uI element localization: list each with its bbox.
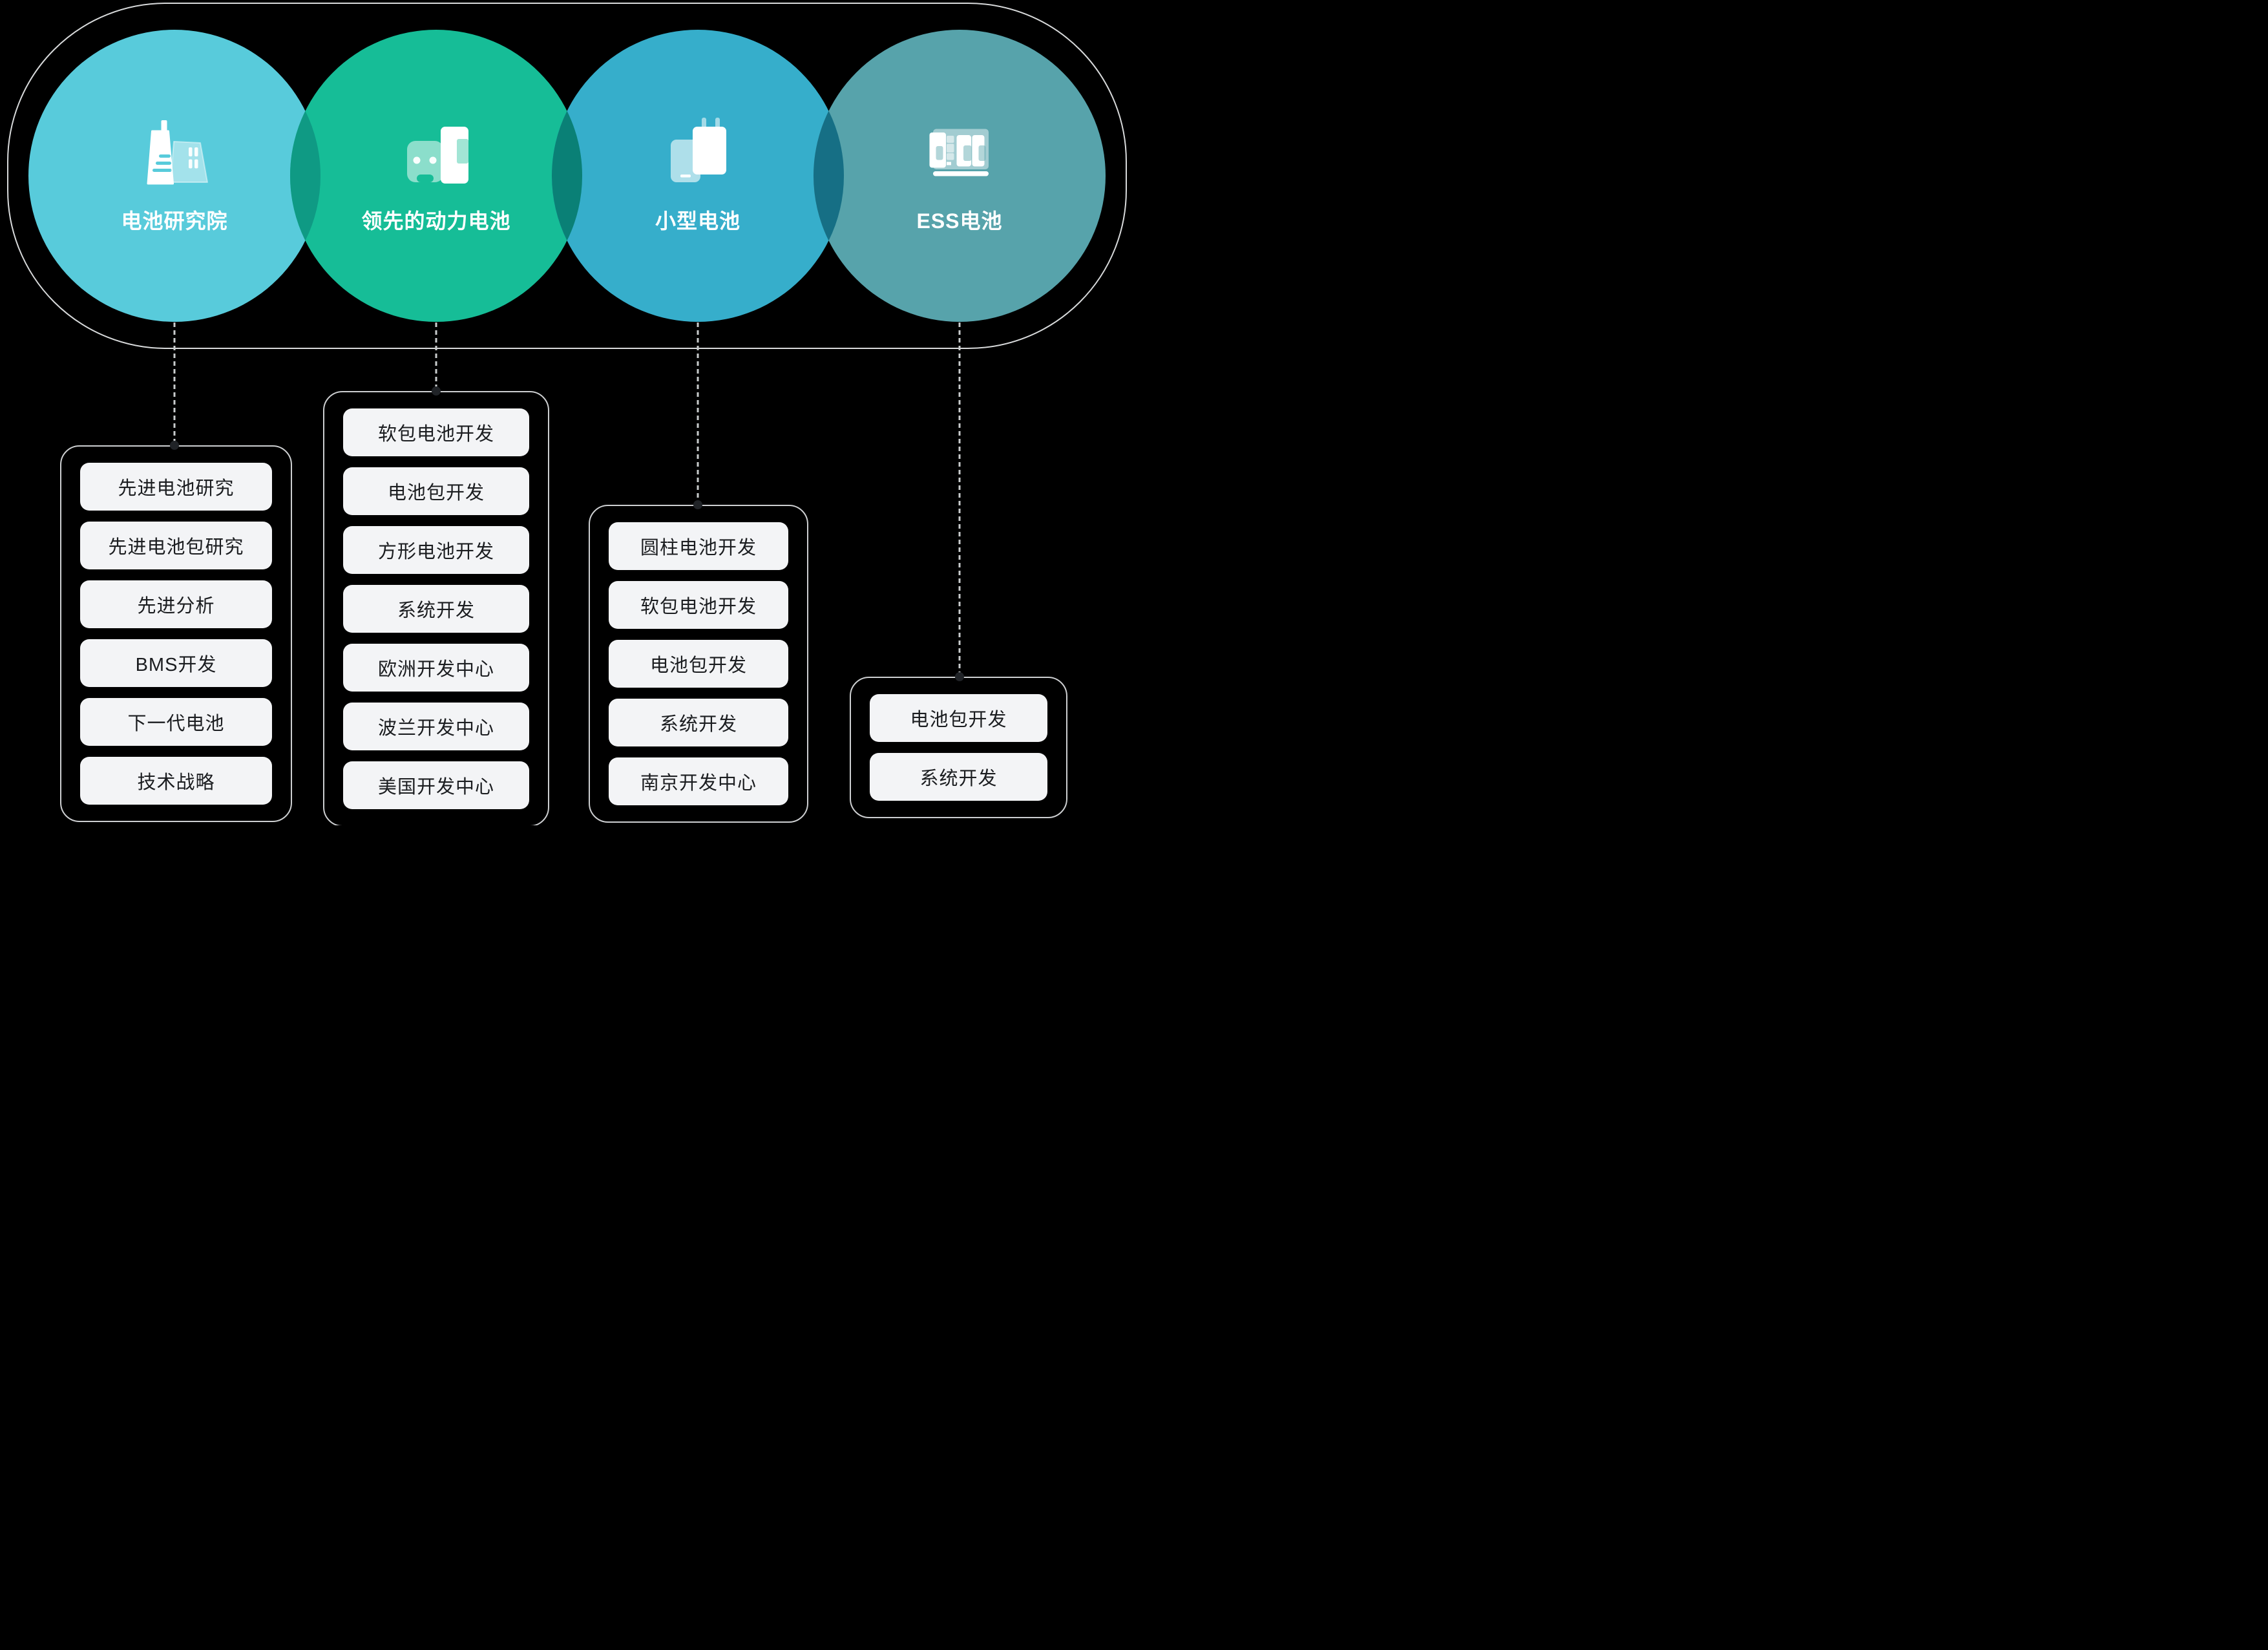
list-item: 波兰开发中心 bbox=[343, 703, 529, 750]
list-item: 系统开发 bbox=[870, 753, 1047, 801]
list-item: 电池包开发 bbox=[870, 694, 1047, 742]
connector-dot-3 bbox=[693, 500, 702, 509]
list-item: 方形电池开发 bbox=[343, 526, 529, 574]
panel-power-battery: 软包电池开发 电池包开发 方形电池开发 系统开发 欧洲开发中心 波兰开发中心 美… bbox=[323, 391, 549, 825]
list-item: 欧洲开发中心 bbox=[343, 644, 529, 692]
org-structure-diagram: 电池研究院 领先的动力电池 小型电池 ESS电池 先进电池研究 先进电池包研究 … bbox=[0, 0, 1134, 825]
connector-dot-1 bbox=[170, 441, 179, 450]
ess-rack-icon bbox=[929, 129, 989, 176]
overlap-lens-3 bbox=[813, 111, 845, 241]
list-item: 南京开发中心 bbox=[609, 757, 788, 805]
panel-small-battery: 圆柱电池开发 软包电池开发 电池包开发 系统开发 南京开发中心 bbox=[589, 505, 808, 823]
overlap-lens-2 bbox=[551, 111, 583, 241]
list-item: 下一代电池 bbox=[80, 698, 272, 746]
list-item: 系统开发 bbox=[343, 585, 529, 633]
panel-ess-battery: 电池包开发 系统开发 bbox=[850, 677, 1067, 818]
overlap-lens-1 bbox=[289, 111, 321, 241]
list-item: 先进分析 bbox=[80, 580, 272, 628]
list-item: 电池包开发 bbox=[609, 640, 788, 688]
list-item: 先进电池研究 bbox=[80, 463, 272, 511]
list-item: 先进电池包研究 bbox=[80, 522, 272, 569]
connector-lines bbox=[173, 323, 961, 677]
phone-charger-icon bbox=[671, 118, 726, 182]
list-item: 系统开发 bbox=[609, 699, 788, 746]
list-item: 电池包开发 bbox=[343, 467, 529, 515]
org-chart-canvas bbox=[7, 3, 1127, 677]
list-item: 圆柱电池开发 bbox=[609, 522, 788, 570]
list-item: 技术战略 bbox=[80, 757, 272, 805]
list-item: BMS开发 bbox=[80, 639, 272, 687]
panel-research: 先进电池研究 先进电池包研究 先进分析 BMS开发 下一代电池 技术战略 bbox=[60, 445, 292, 822]
connector-dot-2 bbox=[432, 386, 441, 396]
division-circle-research bbox=[28, 30, 320, 322]
list-item: 软包电池开发 bbox=[343, 408, 529, 456]
list-item: 软包电池开发 bbox=[609, 581, 788, 629]
list-item: 美国开发中心 bbox=[343, 761, 529, 809]
car-battery-icon bbox=[407, 127, 468, 184]
division-label-power-battery: 领先的动力电池 bbox=[361, 209, 511, 233]
division-label-ess-battery: ESS电池 bbox=[916, 209, 1003, 233]
building-icon bbox=[147, 120, 208, 185]
connector-dot-4 bbox=[955, 672, 964, 681]
division-label-small-battery: 小型电池 bbox=[655, 209, 740, 233]
division-label-research: 电池研究院 bbox=[121, 209, 228, 233]
capsule-outline bbox=[7, 3, 1127, 349]
